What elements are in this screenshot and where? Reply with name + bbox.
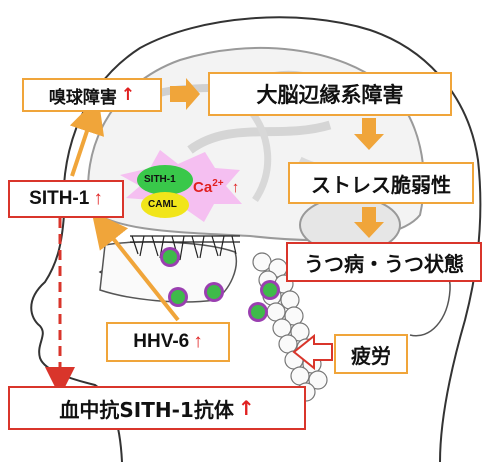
olfactory-disorder-label: 嗅球障害: [48, 87, 117, 108]
up-arrow: ↑: [93, 188, 103, 209]
sith1-antibody-box: 血中抗SITH-1抗体 ↑: [8, 386, 306, 430]
hhv6-box: HHV-6 ↑: [106, 322, 230, 362]
virus-particle: [160, 247, 180, 267]
virus-particle: [248, 302, 268, 322]
caml-bubble: [141, 192, 189, 218]
sith1-bubble: [137, 165, 193, 195]
sith1-box: SITH-1 ↑: [8, 180, 124, 218]
limbic-disorder-box: 大脳辺縁系障害: [208, 72, 452, 116]
olfactory-disorder-box: 嗅球障害 ↑: [22, 78, 162, 112]
limbic-disorder-label: 大脳辺縁系障害: [256, 83, 404, 107]
head-outline: [30, 16, 482, 463]
sith1-antibody-label: 血中抗SITH-1抗体: [59, 397, 234, 422]
calcium-up-arrow: ↑: [231, 179, 240, 196]
arrow-fatigue-to-gland: [292, 333, 333, 371]
calcium-charge: 2+: [212, 178, 224, 189]
up-arrow: ↑: [120, 85, 136, 105]
hhv6-virus-particles: [160, 247, 280, 322]
arrow-limbic-to-stress: [354, 118, 384, 150]
calcium-ion: Ca: [193, 179, 213, 196]
depression-box: うつ病・うつ状態: [286, 242, 482, 282]
fatigue-label: 疲労: [351, 343, 391, 368]
calcium-label: Ca2+ ↑: [193, 178, 239, 196]
up-arrow: ↑: [193, 331, 203, 352]
depression-label: うつ病・うつ状態: [304, 251, 464, 276]
arrow-olfactory-to-limbic: [170, 78, 200, 110]
fatigue-box: 疲労: [334, 334, 408, 374]
sith1-label: SITH-1: [29, 188, 90, 209]
virus-particle: [260, 280, 280, 300]
sith1-bubble-label: SITH-1: [144, 174, 176, 185]
hhv6-label: HHV-6: [133, 331, 190, 352]
virus-particle: [168, 287, 188, 307]
arrow-hhv6-to-sith1: [91, 211, 180, 322]
up-arrow: ↑: [237, 396, 255, 420]
brain-fold: [187, 120, 332, 154]
brain-fold: [247, 107, 272, 202]
arrow-stress-to-depression: [354, 207, 384, 238]
arrow-sith1-to-olfactory: [69, 97, 105, 177]
virus-particle: [204, 282, 224, 302]
stress-vulnerability-box: ストレス脆弱性: [288, 162, 474, 204]
stress-vulnerability-label: ストレス脆弱性: [311, 172, 451, 197]
olfactory-cilia: [130, 235, 240, 261]
caml-bubble-label: CAML: [148, 199, 177, 210]
